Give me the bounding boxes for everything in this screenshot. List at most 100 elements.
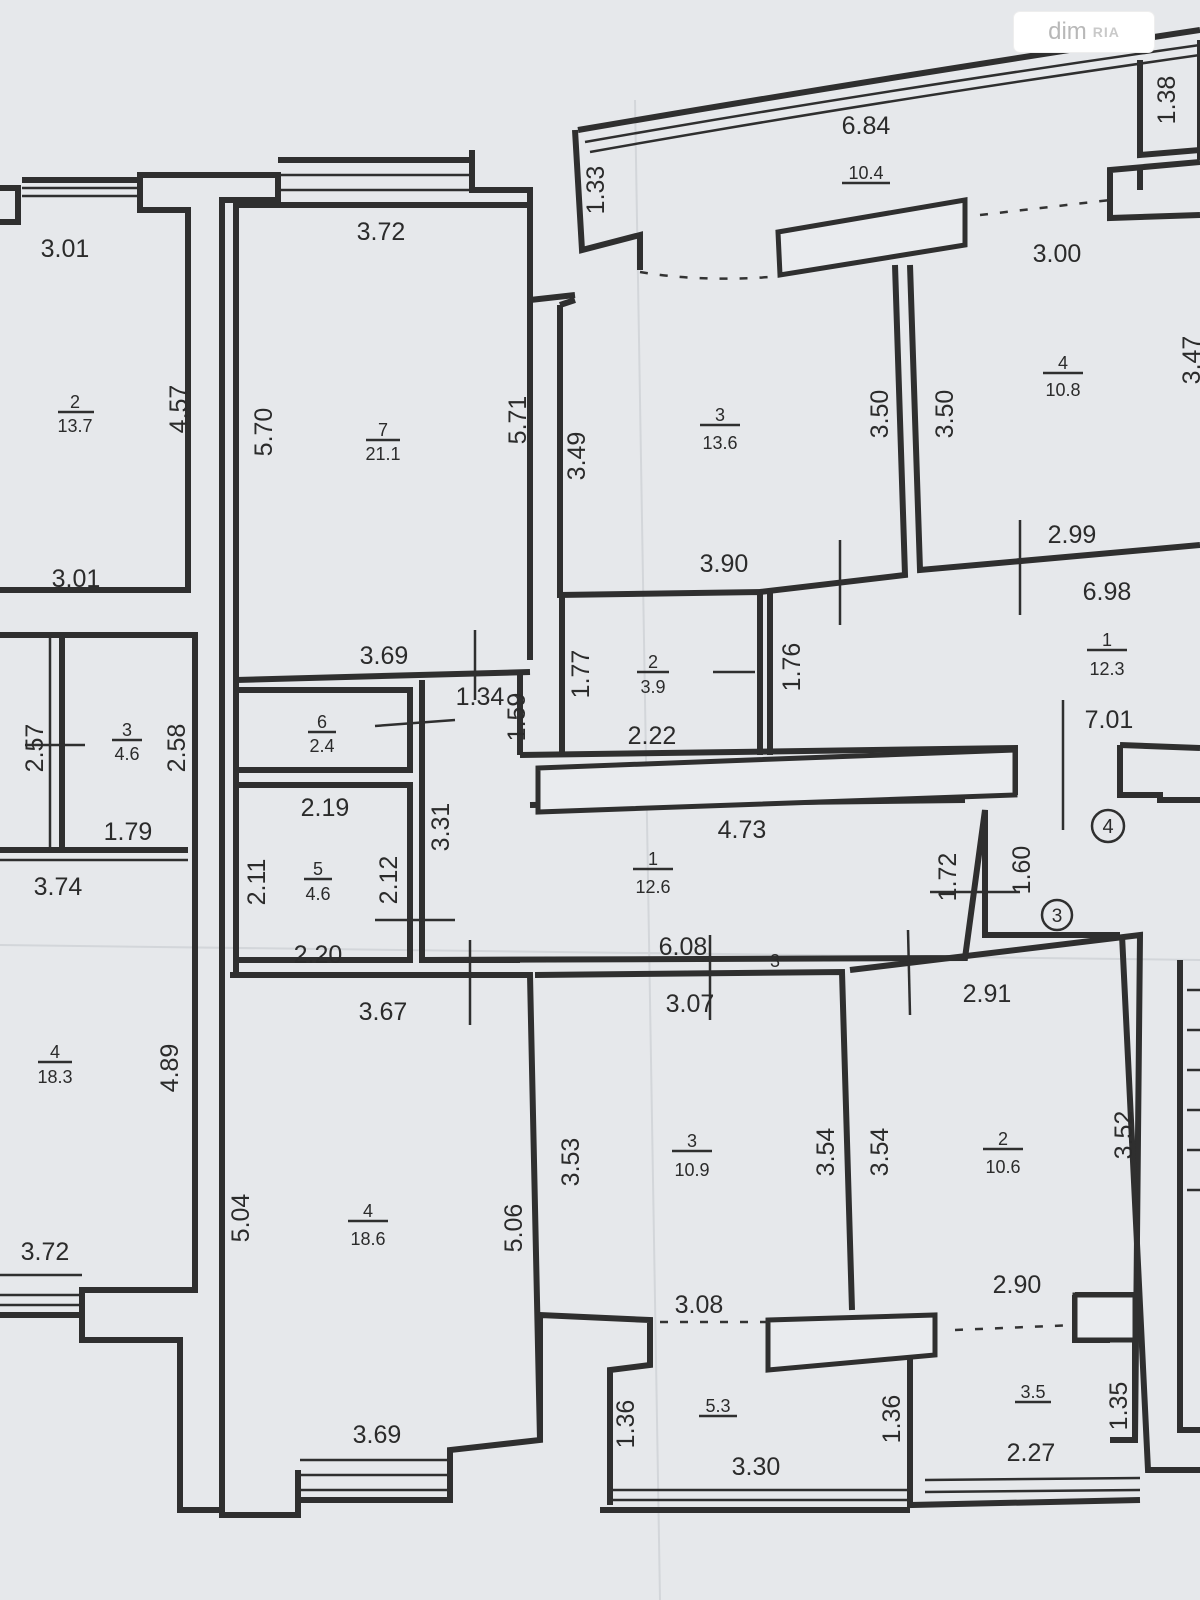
- room-top-3: 3 13.6: [700, 405, 740, 453]
- dimension-label: 2.19: [301, 794, 350, 822]
- room-area: 12.3: [1089, 659, 1124, 679]
- dimension-label: 7.01: [1085, 706, 1134, 734]
- room-area: 3.9: [640, 677, 665, 697]
- dimension-label: 2.99: [1048, 521, 1097, 549]
- dimension-label: 6.08: [659, 933, 708, 961]
- room-area: 18.6: [350, 1229, 385, 1249]
- room-number: 4: [1058, 353, 1068, 373]
- dimension-label: 2.27: [1007, 1439, 1056, 1467]
- room-left-4: 4 18.3: [37, 1042, 72, 1087]
- dimension-label: 3.90: [700, 550, 749, 578]
- dimension-label: 1.36: [878, 1395, 906, 1444]
- marker-3: 3: [1040, 898, 1074, 932]
- room-number: 3: [687, 1131, 697, 1151]
- room-number: 7: [378, 420, 388, 440]
- room-number: 3: [122, 720, 132, 740]
- dimension-label: 3.00: [1033, 240, 1082, 268]
- room-number: 2: [70, 392, 80, 412]
- room-number: 4: [363, 1201, 373, 1221]
- dimension-label: 4.89: [156, 1044, 184, 1093]
- dimension-label: 3.53: [557, 1138, 585, 1187]
- dimension-label: 5.06: [500, 1204, 528, 1253]
- dimension-label: 3.72: [21, 1238, 70, 1266]
- marker-label: 4: [1102, 816, 1113, 838]
- room-area: 18.3: [37, 1067, 72, 1087]
- room-area: 10.8: [1045, 380, 1080, 400]
- marker-label: 3: [1052, 906, 1063, 927]
- room-area: 4.6: [305, 884, 330, 904]
- room-number: 3: [715, 405, 725, 425]
- dimension-label: 3.50: [866, 390, 894, 439]
- dimension-label: 1.76: [778, 643, 806, 692]
- dimension-label: 3.08: [675, 1291, 724, 1319]
- dimension-label: 1.77: [567, 650, 595, 699]
- room-center-4: 4 18.6: [348, 1201, 388, 1249]
- balcony-top: 10.4: [842, 163, 890, 185]
- dimension-label: 4.73: [718, 816, 767, 844]
- dimension-label: 5.71: [504, 396, 532, 445]
- dimension-label: 1.34: [456, 683, 505, 711]
- dimension-label: 3.47: [1178, 336, 1200, 385]
- dimension-label: 5.04: [227, 1194, 255, 1243]
- dimension-label: 1.35: [1105, 1382, 1133, 1431]
- room-area: 13.6: [702, 433, 737, 453]
- dimension-label: 4.57: [165, 385, 193, 434]
- dimension-label: 3.69: [360, 642, 409, 670]
- room-top-2: 2 3.9: [637, 652, 669, 697]
- room-7: 7 21.1: [365, 420, 400, 464]
- walls: [0, 27, 1200, 1518]
- dimension-label: 6.84: [842, 112, 891, 140]
- dimension-label: 1.59: [503, 693, 531, 742]
- dimension-label: 3.01: [41, 235, 90, 263]
- balcony-area: 5.3: [705, 1396, 730, 1416]
- dimension-label: 1.33: [582, 166, 610, 215]
- dimension-label: 3.50: [931, 390, 959, 439]
- balcony-bottom-left: 5.3: [699, 1396, 737, 1418]
- dimension-label: 2.58: [163, 724, 191, 773]
- room-area: 2.4: [309, 736, 334, 756]
- room-top-4: 4 10.8: [1043, 353, 1083, 400]
- dimension-label: 3.30: [732, 1453, 781, 1481]
- watermark-logo: dim RIA: [1014, 12, 1154, 52]
- dimension-label: 2.90: [993, 1271, 1042, 1299]
- dimension-label: 2.91: [963, 980, 1012, 1008]
- room-number: 2: [648, 652, 658, 672]
- dimension-label: 3.69: [353, 1421, 402, 1449]
- dimension-label: 1.79: [104, 818, 153, 846]
- balcony-area: 10.4: [848, 163, 883, 183]
- dimension-label: 3.52: [1110, 1111, 1138, 1160]
- room-area: 13.7: [57, 416, 92, 436]
- room-left-2: 2 13.7: [57, 392, 94, 436]
- paper-fold: [0, 944, 1200, 961]
- room-number: 4: [50, 1042, 60, 1062]
- room-area: 10.6: [985, 1157, 1020, 1177]
- room-number: 5: [313, 859, 323, 879]
- marker-4: 4: [1090, 808, 1126, 844]
- dimension-label: 6.98: [1083, 578, 1132, 606]
- dimension-label: 1.36: [612, 1400, 640, 1449]
- dimension-label: 5.70: [250, 408, 278, 457]
- dimension-label: 3.67: [359, 998, 408, 1026]
- room-number: 1: [648, 849, 658, 869]
- dimension-label: 2.12: [375, 856, 403, 905]
- room-top-1: 1 12.3: [1087, 630, 1127, 679]
- dimension-label: 3.54: [866, 1128, 894, 1177]
- dimension-label: 3.07: [666, 990, 715, 1018]
- dimension-label: 2.57: [21, 724, 49, 773]
- dimension-label: 3.72: [357, 218, 406, 246]
- dimension-label: 1.38: [1153, 76, 1181, 125]
- dimension-label: 3.01: [52, 565, 101, 593]
- dimension-label: 3.49: [563, 432, 591, 481]
- dimension-label: 3.31: [427, 803, 455, 852]
- room-bottom-3: 3 10.9: [672, 1131, 712, 1180]
- room-corridor-1: 1 12.6: [633, 849, 673, 897]
- room-area: 12.6: [635, 877, 670, 897]
- room-number: 2: [998, 1129, 1008, 1149]
- room-area: 4.6: [114, 744, 139, 764]
- room-5: 5 4.6: [304, 859, 332, 904]
- paper-fold: [634, 99, 661, 1600]
- room-area: 10.9: [674, 1160, 709, 1180]
- room-6: 6 2.4: [308, 712, 336, 756]
- room-number: 6: [317, 712, 327, 732]
